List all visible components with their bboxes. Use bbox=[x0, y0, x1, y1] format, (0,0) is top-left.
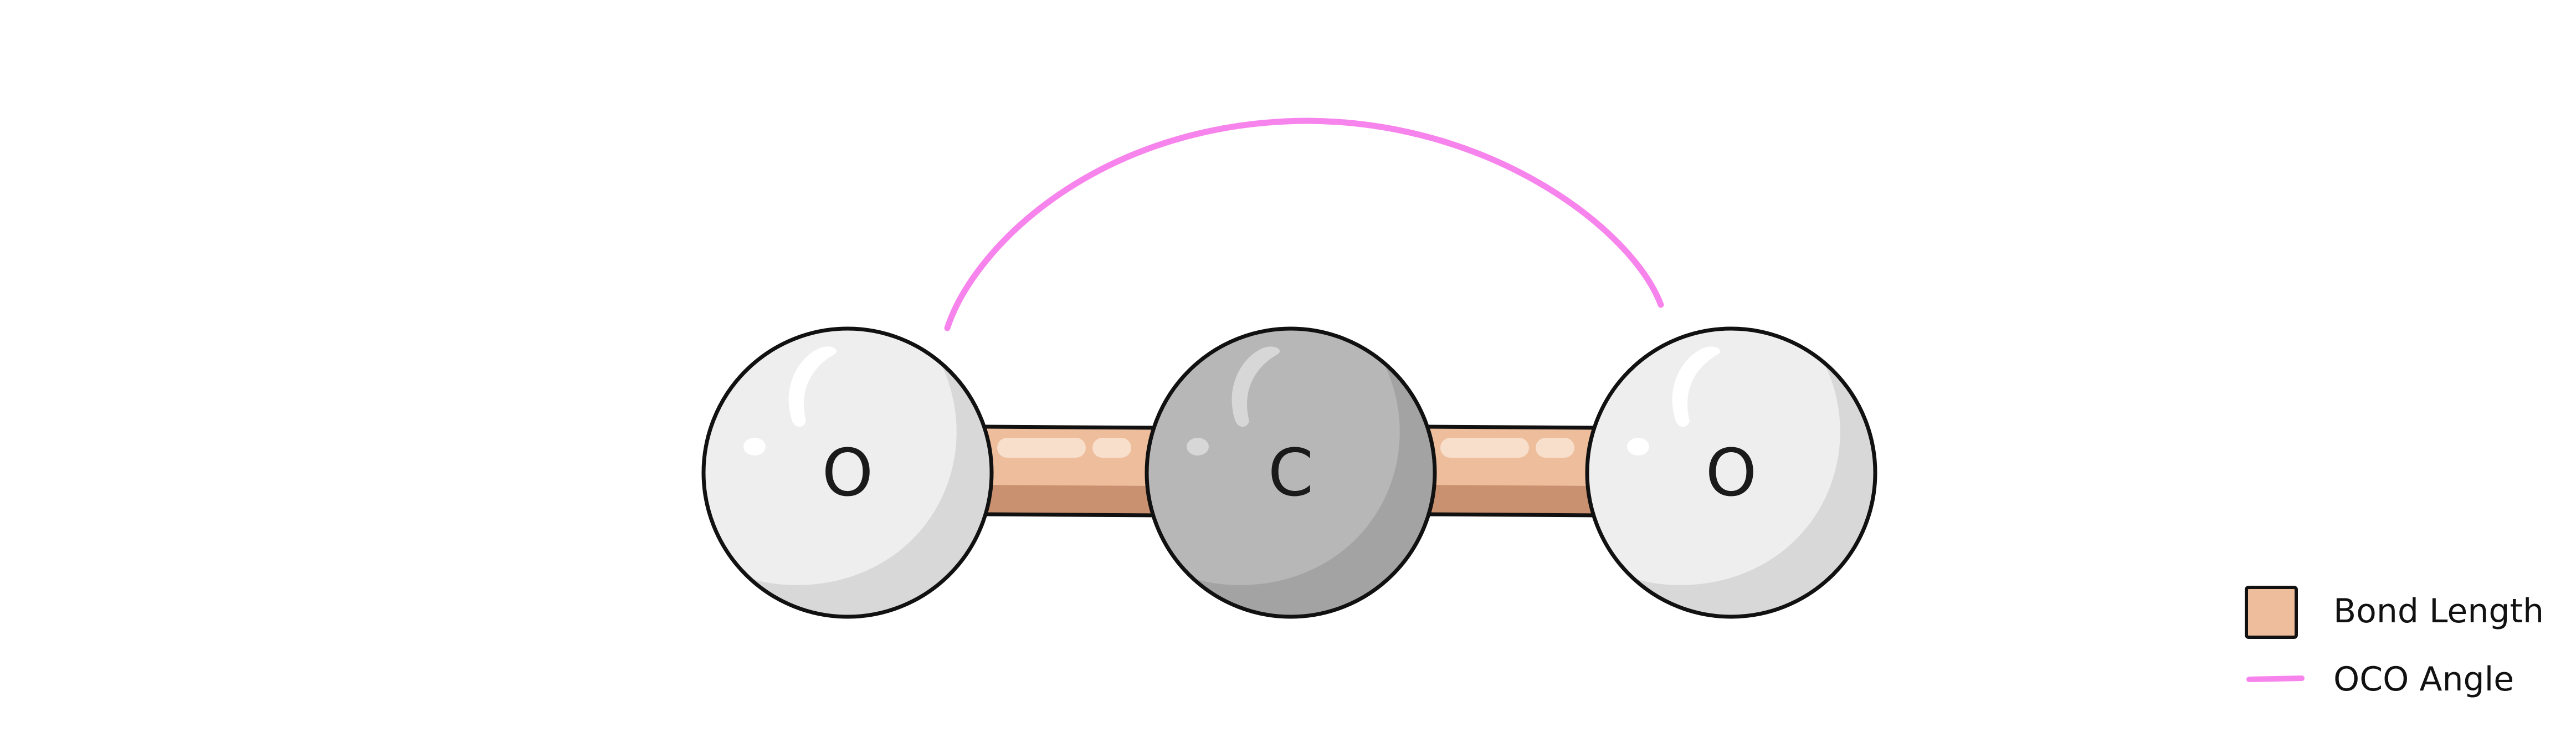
bond-right bbox=[1423, 424, 1599, 518]
legend-item-oco-angle: OCO Angle bbox=[2246, 660, 2514, 699]
oco-angle-arc bbox=[944, 117, 1664, 331]
legend-bond-label: Bond Length bbox=[2333, 592, 2544, 631]
legend-angle-label: OCO Angle bbox=[2333, 660, 2514, 699]
legend-angle-swatch bbox=[2246, 675, 2305, 682]
legend: Bond Length OCO Angle bbox=[2245, 586, 2544, 699]
oxygen-atom-right: O bbox=[1585, 326, 1877, 619]
atom-label-o-right: O bbox=[1706, 434, 1757, 511]
legend-bond-swatch bbox=[2245, 586, 2298, 639]
legend-item-bond-length: Bond Length bbox=[2245, 586, 2544, 639]
atom-label-o-left: O bbox=[822, 434, 874, 511]
atom-label-c: C bbox=[1268, 434, 1313, 511]
bond-left bbox=[980, 424, 1158, 518]
